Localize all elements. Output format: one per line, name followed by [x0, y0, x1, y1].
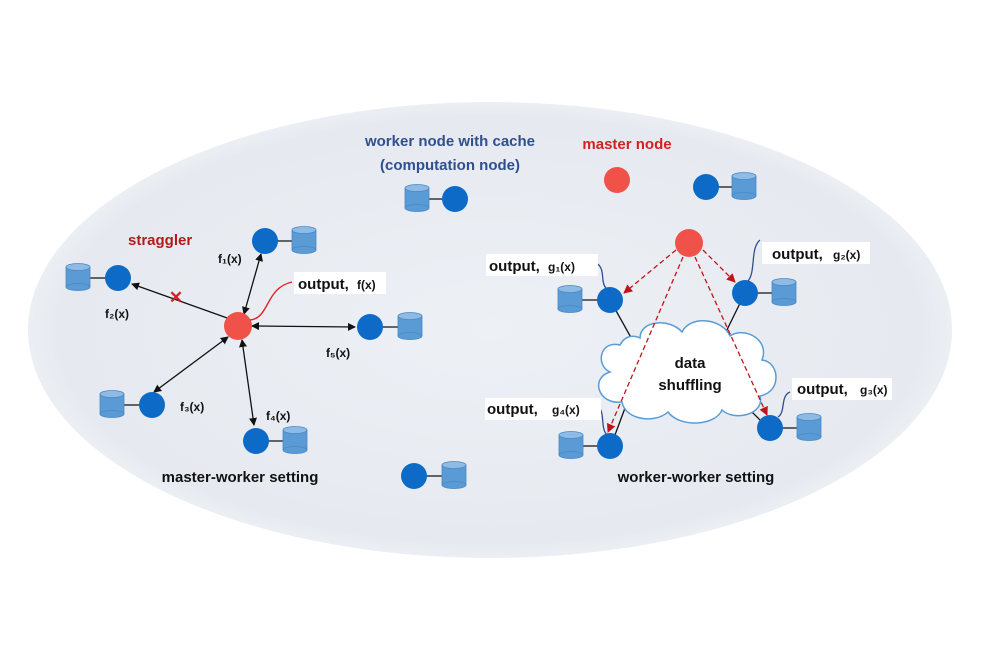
output-label-word: output,	[298, 276, 349, 293]
output-g2-fn: g₂(x)	[833, 248, 860, 262]
output-connector-line	[249, 281, 293, 321]
legend-master-label: master node	[582, 136, 671, 153]
label-f2: f₂(x)	[105, 307, 129, 321]
output-g1-fn: g₁(x)	[548, 260, 575, 274]
worker-node-f4	[243, 426, 308, 454]
legend-worker-line1: worker node with cache	[364, 133, 535, 150]
output-g2-bg	[762, 242, 870, 264]
label-f1: f₁(x)	[218, 252, 242, 266]
legend-master-node-icon	[604, 167, 630, 193]
legend-worker-node-icon	[404, 184, 468, 212]
straggler-x-icon: ✕	[169, 288, 183, 307]
edge-to-f2	[131, 282, 231, 320]
output-g4-fn: g₄(x)	[552, 403, 580, 417]
worker-node-g1	[557, 285, 623, 313]
output-label-bg	[294, 272, 386, 294]
data-shuffling-cloud	[598, 319, 777, 424]
edge-to-f1	[242, 253, 263, 315]
master-to-worker-arrows	[607, 249, 768, 433]
output-g1-bg	[486, 254, 598, 276]
edge-to-f5	[251, 322, 356, 331]
edge-to-f3	[153, 336, 229, 393]
output-g1-word: output,	[489, 258, 540, 275]
label-f3: f₃(x)	[180, 400, 204, 414]
straggler-label: straggler	[128, 232, 192, 249]
output-g3-bg	[792, 378, 892, 400]
label-f4: f₄(x)	[266, 409, 290, 423]
cloud-label-line1: data	[675, 355, 707, 372]
output-g3-word: output,	[797, 381, 848, 398]
output-g4-bg	[485, 398, 601, 420]
cloud-label-line2: shuffling	[658, 377, 721, 394]
idle-worker-node	[401, 461, 467, 489]
worker-node-f5	[357, 312, 423, 340]
output-g4-word: output,	[487, 401, 538, 418]
worker-node-f3	[99, 390, 165, 418]
output-g2-word: output,	[772, 246, 823, 263]
worker-node-f1	[252, 226, 317, 254]
master-worker-title: master-worker setting	[162, 469, 319, 486]
master-node-right	[675, 229, 703, 257]
master-worker-edges	[131, 253, 356, 426]
worker-node-g2	[732, 278, 797, 306]
output-label-fn: f(x)	[357, 278, 376, 292]
worker-node-g4	[558, 431, 623, 459]
label-f5: f₅(x)	[326, 346, 350, 360]
legend-worker-node-icon-2	[693, 172, 757, 200]
output-g3-fn: g₃(x)	[860, 383, 888, 397]
master-node-left	[224, 312, 252, 340]
worker-node-f2	[65, 263, 131, 291]
edge-to-f4	[239, 339, 257, 426]
worker-worker-title: worker-worker setting	[617, 469, 775, 486]
worker-node-g3	[757, 413, 822, 441]
legend-worker-line2: (computation node)	[380, 157, 520, 174]
